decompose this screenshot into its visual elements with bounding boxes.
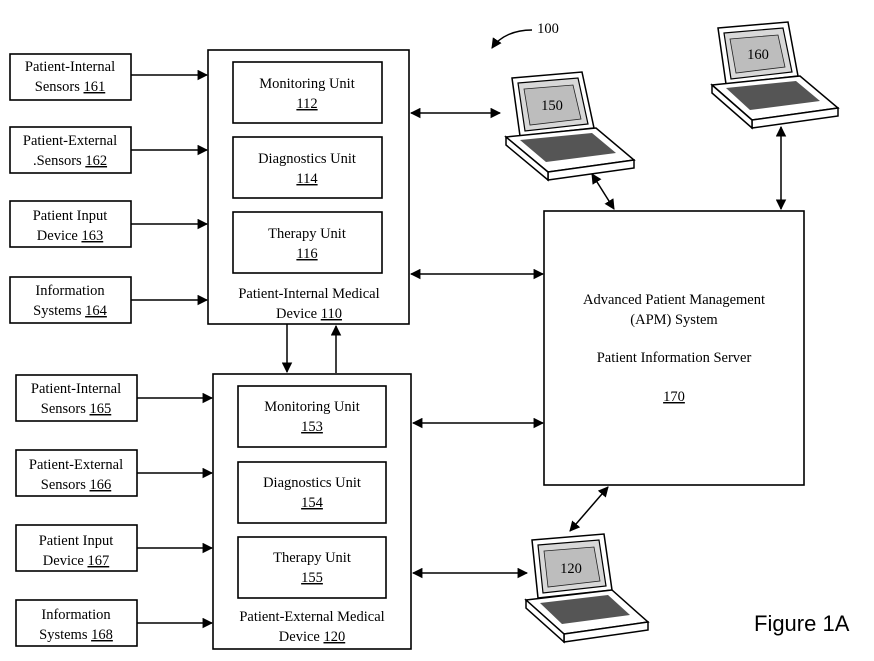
ref-100-arrow [492, 30, 532, 48]
svg-text:112: 112 [296, 96, 317, 112]
svg-text:Systems 164: Systems 164 [33, 303, 107, 319]
left-box-163: Patient Input Device 163 [10, 201, 131, 247]
unit-monitoring-112: Monitoring Unit 112 [233, 62, 382, 123]
figure-label: Figure 1A [754, 611, 850, 636]
svg-text:Therapy Unit: Therapy Unit [273, 550, 351, 566]
left-box-168: Information Systems 168 [16, 600, 137, 646]
svg-text:153: 153 [301, 419, 323, 435]
svg-text:Monitoring Unit: Monitoring Unit [264, 399, 359, 415]
svg-text:Patient-External: Patient-External [29, 457, 123, 473]
left-box-164: Information Systems 164 [10, 277, 131, 323]
ref-100-label: 100 [537, 21, 559, 37]
svg-text:Device 110: Device 110 [276, 306, 342, 322]
svg-text:Device 120: Device 120 [279, 629, 345, 645]
unit-diagnostics-114: Diagnostics Unit 114 [233, 137, 382, 198]
svg-text:Patient-Internal: Patient-Internal [31, 381, 121, 397]
left-box-165: Patient-Internal Sensors 165 [16, 375, 137, 421]
svg-text:Diagnostics Unit: Diagnostics Unit [258, 151, 356, 167]
svg-text:Sensors 166: Sensors 166 [41, 477, 112, 493]
svg-text:170: 170 [663, 389, 685, 405]
svg-text:.Sensors 162: .Sensors 162 [33, 153, 107, 169]
unit-therapy-116: Therapy Unit 116 [233, 212, 382, 273]
laptop-120: 120 [526, 534, 648, 642]
svg-text:Patient-External Medical: Patient-External Medical [239, 609, 384, 625]
svg-text:Advanced Patient Management: Advanced Patient Management [583, 292, 765, 308]
svg-text:150: 150 [541, 98, 563, 114]
apm-system-170: Advanced Patient Management (APM) System… [544, 211, 804, 485]
unit-therapy-155: Therapy Unit 155 [238, 537, 386, 598]
device-external-120: Monitoring Unit 153 Diagnostics Unit 154… [213, 374, 411, 649]
svg-text:Patient-Internal Medical: Patient-Internal Medical [238, 286, 379, 302]
svg-text:Information: Information [35, 283, 105, 299]
svg-text:Patient Input: Patient Input [33, 208, 108, 224]
left-box-162: Patient-External .Sensors 162 [10, 127, 131, 173]
svg-text:160: 160 [747, 47, 769, 63]
svg-text:Systems 168: Systems 168 [39, 627, 113, 643]
svg-text:Patient-Internal: Patient-Internal [25, 59, 115, 75]
svg-text:Monitoring Unit: Monitoring Unit [259, 76, 354, 92]
svg-text:Device 167: Device 167 [43, 553, 109, 569]
laptop-160: 160 [712, 22, 838, 128]
device-link-arrows [287, 324, 336, 373]
svg-text:114: 114 [296, 171, 318, 187]
svg-text:Sensors 161: Sensors 161 [35, 79, 106, 95]
svg-text:Therapy Unit: Therapy Unit [268, 226, 346, 242]
svg-text:154: 154 [301, 495, 324, 511]
svg-text:Sensors 165: Sensors 165 [41, 401, 112, 417]
unit-monitoring-153: Monitoring Unit 153 [238, 386, 386, 447]
left-box-161: Patient-Internal Sensors 161 [10, 54, 131, 100]
svg-text:Patient Information Server: Patient Information Server [597, 350, 752, 366]
svg-text:Patient-External: Patient-External [23, 133, 117, 149]
svg-text:155: 155 [301, 570, 323, 586]
svg-text:(APM) System: (APM) System [630, 312, 718, 328]
svg-text:116: 116 [296, 246, 317, 262]
input-arrows [131, 75, 212, 623]
svg-text:Information: Information [41, 607, 111, 623]
svg-text:Diagnostics Unit: Diagnostics Unit [263, 475, 361, 491]
left-box-167: Patient Input Device 167 [16, 525, 137, 571]
device-internal-110: Monitoring Unit 112 Diagnostics Unit 114… [208, 50, 409, 324]
unit-diagnostics-154: Diagnostics Unit 154 [238, 462, 386, 523]
svg-text:Patient Input: Patient Input [39, 533, 114, 549]
left-box-166: Patient-External Sensors 166 [16, 450, 137, 496]
laptop-150: 150 [506, 72, 634, 180]
svg-text:Device 163: Device 163 [37, 228, 103, 244]
svg-text:120: 120 [560, 561, 582, 577]
